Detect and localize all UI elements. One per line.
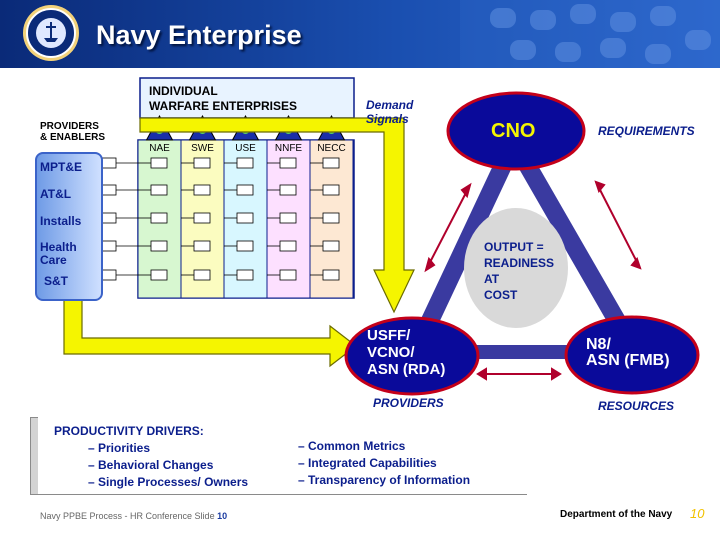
- requirements-label: REQUIREMENTS: [598, 124, 695, 138]
- matrix-cell: [193, 212, 211, 224]
- providers-enablers-2: & ENABLERS: [40, 132, 106, 143]
- enabler-st: S&T: [44, 274, 68, 288]
- matrix-cell: [279, 212, 297, 224]
- providers-label: PROVIDERS: [373, 396, 444, 410]
- productivity-right-2: – Integrated Capabilities: [298, 456, 437, 470]
- red-arrow-left: [425, 184, 471, 271]
- enabler-mpte: MPT&E: [40, 160, 82, 174]
- n8-node: [564, 315, 700, 395]
- matrix-cell: [279, 157, 297, 169]
- enterprise-label-nae: NAE: [149, 143, 170, 154]
- individual-label-2: WARFARE ENTERPRISES: [149, 99, 298, 113]
- matrix-cell: [322, 157, 340, 169]
- matrix-cell: [150, 184, 168, 196]
- matrix-cell: [322, 184, 340, 196]
- output-line-4: COST: [484, 288, 518, 302]
- matrix-cell: [193, 240, 211, 252]
- usff-node: [344, 316, 480, 396]
- footer-left: Navy PPBE Process - HR Conference Slide …: [40, 511, 227, 521]
- matrix-cell: [236, 240, 254, 252]
- enterprise-label-swe: SWE: [191, 143, 214, 154]
- productivity-left-3: – Single Processes/ Owners: [88, 475, 249, 489]
- productivity-right-1: – Common Metrics: [298, 439, 406, 453]
- cno-label: CNO: [491, 120, 536, 142]
- matrix-cell: [236, 157, 254, 169]
- output-line-1: OUTPUT =: [484, 240, 544, 254]
- productivity-left-1: – Priorities: [88, 441, 151, 455]
- demand-signals-1: Demand: [366, 98, 414, 112]
- enabler-care: Care: [40, 253, 67, 267]
- productivity-right-3: – Transparency of Information: [298, 473, 471, 487]
- header-banner: Navy Enterprise: [0, 0, 720, 68]
- matrix-cell: [193, 269, 211, 281]
- enterprise-label-nnfe: NNFE: [275, 143, 303, 154]
- enabler-atl: AT&L: [40, 187, 72, 201]
- providers-arrow: [63, 297, 357, 368]
- providers-enablers-1: PROVIDERS: [40, 121, 99, 132]
- matrix-cell: [150, 269, 168, 281]
- footer-department: Department of the Navy: [560, 509, 673, 520]
- matrix-cell: [322, 240, 340, 252]
- n8-label-2: ASN (FMB): [586, 352, 670, 369]
- matrix-cell: [150, 212, 168, 224]
- usff-label-1: USFF/: [367, 327, 411, 344]
- demand-signal-arrow: [139, 117, 415, 314]
- red-arrow-right: [595, 181, 641, 269]
- enterprise-label-use: USE: [235, 143, 256, 154]
- output-line-3: AT: [484, 272, 500, 286]
- matrix-cell: [150, 240, 168, 252]
- matrix-cell: [193, 184, 211, 196]
- productivity-heading: PRODUCTIVITY DRIVERS:: [54, 424, 204, 438]
- matrix-cell: [236, 269, 254, 281]
- footer-page-number: 10: [690, 506, 705, 521]
- usff-label-3: ASN (RDA): [367, 361, 446, 378]
- individual-label-1: INDIVIDUAL: [149, 84, 218, 98]
- matrix-cell: [236, 184, 254, 196]
- matrix-cell: [236, 212, 254, 224]
- matrix-cell: [322, 269, 340, 281]
- navy-seal-icon: [23, 5, 79, 61]
- matrix-cell: [279, 184, 297, 196]
- cno-node: [446, 91, 586, 171]
- enabler-health: Health: [40, 240, 77, 254]
- abacus-decoration: [460, 0, 720, 68]
- footer-left-text: Navy PPBE Process - HR Conference Slide: [40, 511, 218, 521]
- output-line-2: READINESS: [484, 256, 555, 270]
- resources-label: RESOURCES: [598, 399, 675, 413]
- enabler-installs: Installs: [40, 214, 82, 228]
- matrix-cell: [193, 157, 211, 169]
- productivity-left-2: – Behavioral Changes: [88, 458, 214, 472]
- enterprise-label-necc: NECC: [317, 143, 345, 154]
- enablers-bar: [35, 152, 103, 301]
- footer-slide-number: 10: [217, 511, 228, 521]
- output-ellipse: [464, 208, 568, 328]
- demand-signals-2: Signals: [366, 112, 409, 126]
- matrix-cell: [150, 157, 168, 169]
- usff-label-2: VCNO/: [367, 344, 415, 361]
- page-title: Navy Enterprise: [96, 20, 302, 50]
- matrix-cell: [279, 269, 297, 281]
- matrix-cell: [322, 212, 340, 224]
- enterprises-header-frame: [139, 77, 355, 119]
- matrix-cell: [279, 240, 297, 252]
- n8-label-1: N8/: [586, 336, 611, 353]
- productivity-box: [38, 416, 528, 494]
